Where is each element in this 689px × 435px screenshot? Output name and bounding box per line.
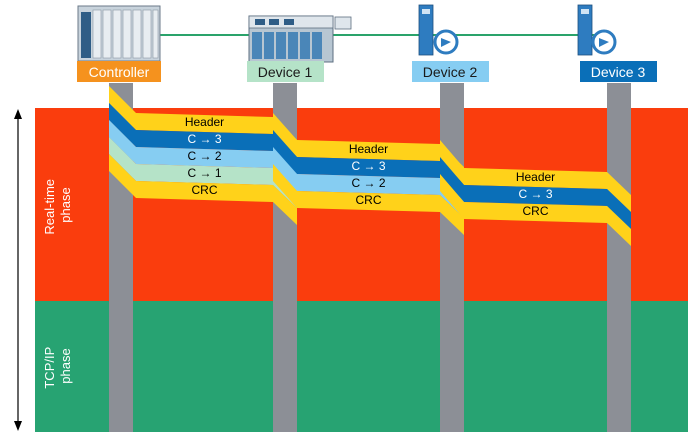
frame3-row-3-label: CRC	[523, 204, 549, 218]
device3-icon	[577, 4, 617, 56]
frame1-band-1	[109, 86, 297, 157]
controller-label: Controller	[89, 64, 150, 80]
frame1-band-4	[109, 137, 297, 208]
frame-ribbons: Header C → 3 C → 2 C → 1 CRC Header C → 3 C → 2…	[109, 86, 631, 246]
device3-label: Device 3	[591, 64, 646, 80]
device2-label-box: Device 2	[412, 61, 489, 82]
frame3-band-2	[440, 157, 631, 229]
phase-span-arrow	[14, 109, 22, 431]
pillar-device3	[607, 83, 631, 432]
realtime-phase-label-line1: Real-time	[42, 179, 57, 235]
frame3-row-2-label: C → 3	[518, 187, 552, 201]
device1-label-box: Device 1	[247, 61, 324, 82]
frame2-row-2-label: C → 3	[351, 159, 385, 173]
frame1-band-5	[109, 154, 297, 225]
device1-label: Device 1	[258, 64, 313, 80]
device2-icon	[418, 4, 459, 56]
pillar-device2	[440, 83, 464, 432]
frame3-band-3	[440, 174, 631, 246]
frame2-row-4-label: CRC	[356, 193, 382, 207]
tcpip-phase-label: TCP/IP phase	[42, 343, 73, 388]
tcpip-phase-label-line2: phase	[58, 348, 73, 383]
device2-label: Device 2	[423, 64, 478, 80]
frame2-band-2	[273, 130, 464, 201]
frame2-band-3	[273, 147, 464, 218]
frame1-band-3	[109, 120, 297, 191]
frame3-band-1	[440, 140, 631, 212]
device3-label-box: Device 3	[580, 61, 657, 82]
tcpip-phase-label-line1: TCP/IP	[42, 347, 57, 389]
frame1-band-2	[109, 103, 297, 174]
frame1-row-3-label: C → 2	[187, 149, 221, 163]
realtime-phase-label: Real-time phase	[42, 175, 73, 234]
frame1-row-2-label: C → 3	[187, 132, 221, 146]
frame2-row-3-label: C → 2	[351, 176, 385, 190]
frame3-row-1-label: Header	[516, 170, 555, 184]
frame1-row-5-label: CRC	[192, 183, 218, 197]
frame1-row-1-label: Header	[185, 115, 224, 129]
frame2-row-1-label: Header	[349, 142, 388, 156]
realtime-phase-label-line2: phase	[58, 187, 73, 222]
tcpip-phase-region	[35, 301, 688, 432]
frame2-band-4	[273, 164, 464, 235]
frame2-band-1	[273, 113, 464, 184]
frame1-row-4-label: C → 1	[187, 166, 221, 180]
controller-icon	[77, 5, 161, 62]
controller-label-box: Controller	[77, 61, 161, 82]
device1-icon	[248, 15, 352, 63]
